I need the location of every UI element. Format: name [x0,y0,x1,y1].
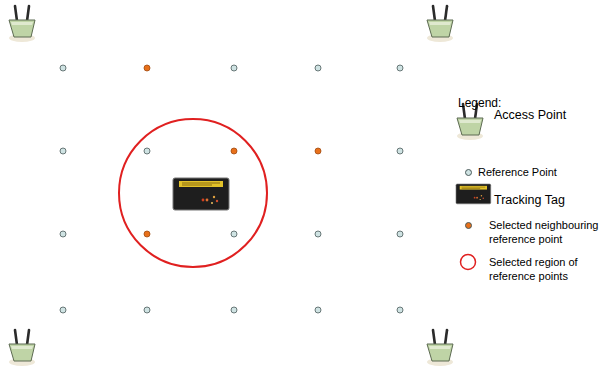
reference-point [315,231,321,237]
legend-swatch [465,222,472,229]
reference-point [397,307,403,313]
legend-text: Tracking Tag [494,193,598,209]
legend-text: Selected neighbouring reference point [489,218,599,246]
reference-point [315,307,321,313]
reference-point [144,231,150,237]
reference-point [397,148,403,154]
reference-point [144,65,150,71]
reference-point [397,65,403,71]
access-points [9,6,453,366]
reference-point [144,307,150,313]
reference-point [60,231,66,237]
legend-swatch [465,169,472,176]
reference-point [231,65,237,71]
selected-region [119,119,267,267]
tracking-tag [173,178,229,210]
reference-point-grid [60,65,403,313]
reference-point [60,65,66,71]
reference-point [231,148,237,154]
reference-point [60,148,66,154]
reference-point [60,307,66,313]
legend-text: Selected region of reference points [489,255,599,283]
reference-point [315,148,321,154]
legend-icons [456,104,491,270]
legend-text: Access Point [494,108,598,124]
reference-point [231,307,237,313]
reference-point [315,65,321,71]
legend-text: Reference Point [478,165,588,179]
reference-point [397,231,403,237]
reference-point [144,148,150,154]
reference-point [231,231,237,237]
